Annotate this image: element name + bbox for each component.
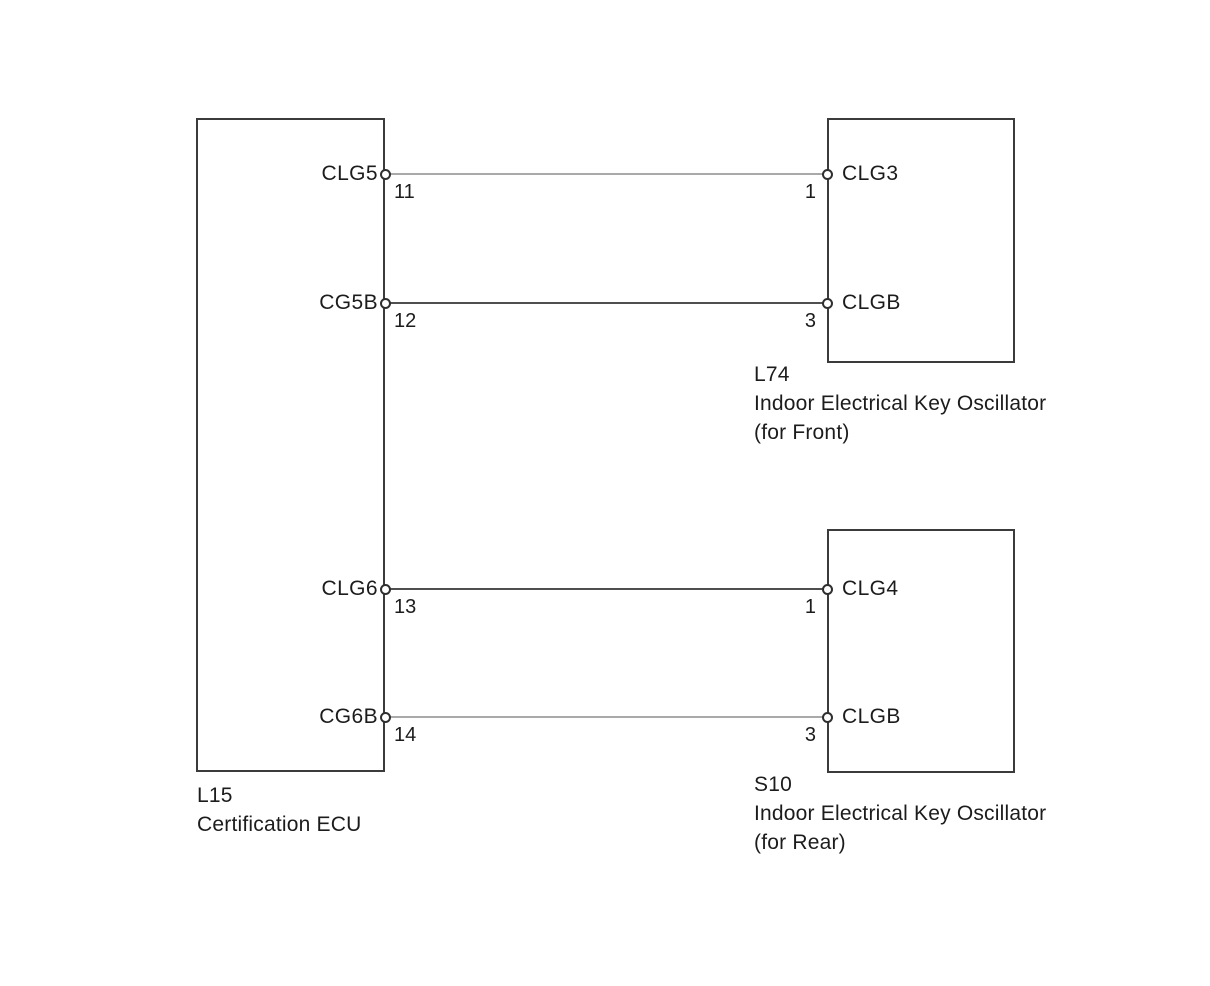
rear-oscillator-name: Indoor Electrical Key Oscillator [754, 802, 1047, 825]
ecu-name: Certification ECU [197, 813, 362, 836]
terminal-label-clg4: CLG4 [842, 577, 899, 600]
front-oscillator-name: Indoor Electrical Key Oscillator [754, 392, 1047, 415]
wire-clg6-to-clg4 [385, 588, 827, 590]
rear-oscillator-variant: (for Rear) [754, 831, 846, 854]
pin-number-3-front: 3 [804, 310, 816, 332]
pin-number-1-rear: 1 [804, 596, 816, 618]
rear-oscillator-box [827, 529, 1015, 773]
terminal-node-cg5b [379, 297, 391, 309]
ecu-caption: L15 Certification ECU [197, 781, 361, 839]
terminal-label-cg6b: CG6B [319, 705, 378, 728]
pin-number-3-rear: 3 [804, 724, 816, 746]
ecu-box [196, 118, 385, 772]
terminal-label-clg5: CLG5 [321, 162, 378, 185]
wire-cg5b-to-clgb [385, 302, 827, 304]
pin-number-13: 13 [394, 596, 417, 618]
terminal-label-clgb-front: CLGB [842, 291, 901, 314]
terminal-node-cg6b [379, 711, 391, 723]
terminal-node-clg6 [379, 583, 391, 595]
pin-number-1-front: 1 [804, 181, 816, 203]
pin-number-14: 14 [394, 724, 417, 746]
terminal-node-clgb-rear [821, 711, 833, 723]
pin-number-12: 12 [394, 310, 417, 332]
terminal-node-clg3 [821, 168, 833, 180]
rear-oscillator-code: S10 [754, 773, 792, 796]
pin-number-11: 11 [394, 181, 415, 203]
terminal-node-clg5 [379, 168, 391, 180]
terminal-label-clg3: CLG3 [842, 162, 899, 185]
terminal-node-clgb-front [821, 297, 833, 309]
front-oscillator-code: L74 [754, 363, 790, 386]
terminal-label-cg5b: CG5B [319, 291, 378, 314]
terminal-node-clg4 [821, 583, 833, 595]
front-oscillator-box [827, 118, 1015, 363]
terminal-label-clgb-rear: CLGB [842, 705, 901, 728]
terminal-label-clg6: CLG6 [321, 577, 378, 600]
rear-oscillator-caption: S10 Indoor Electrical Key Oscillator (fo… [754, 770, 1046, 857]
front-oscillator-variant: (for Front) [754, 421, 850, 444]
wire-clg5-to-clg3 [385, 173, 827, 175]
wire-cg6b-to-clgb [385, 716, 827, 718]
front-oscillator-caption: L74 Indoor Electrical Key Oscillator (fo… [754, 360, 1046, 447]
ecu-code: L15 [197, 784, 233, 807]
